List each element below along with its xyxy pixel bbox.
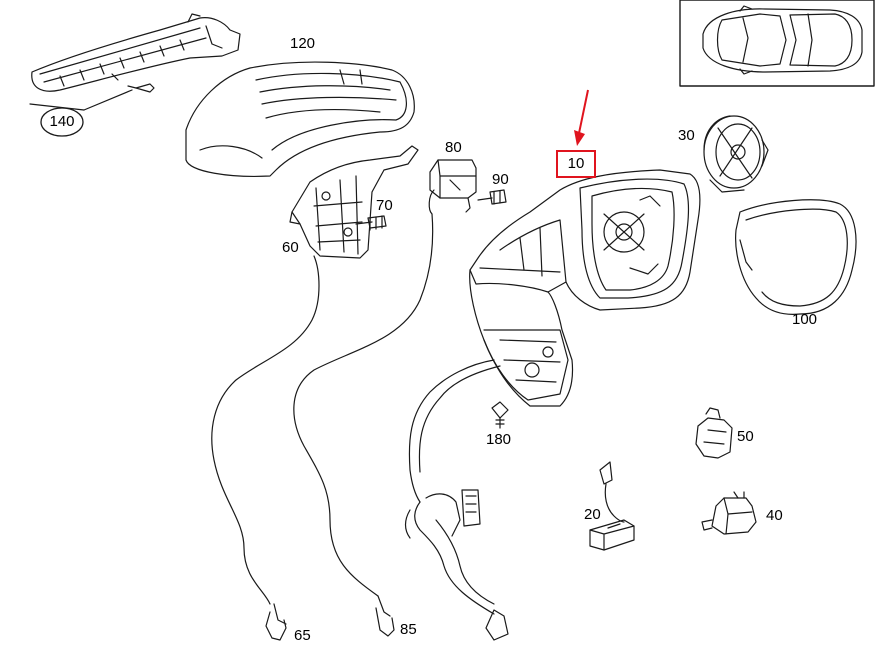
label-part-140: 140 — [49, 113, 75, 130]
part-140-turn-signal-lamp — [31, 13, 241, 93]
part-10-mirror-assembly — [469, 169, 701, 407]
pointer-arrow — [574, 89, 589, 146]
part-120-mirror-housing-cover — [185, 61, 415, 177]
part-80-control-module — [428, 159, 477, 215]
label-part-20: 20 — [584, 506, 601, 523]
part-20-puddle-lamp — [589, 461, 635, 551]
part-90-screw — [477, 189, 507, 205]
label-part-80: 80 — [445, 139, 462, 156]
label-part-60: 60 — [282, 239, 299, 256]
part-180-screw — [491, 401, 509, 429]
part-40-holder — [701, 491, 757, 535]
part-100-mirror-glass — [735, 199, 857, 315]
label-part-65: 65 — [294, 627, 311, 644]
label-part-180: 180 — [486, 431, 512, 448]
label-part-40: 40 — [766, 507, 783, 524]
vehicle-locator-inset — [679, 0, 875, 87]
part-70-screw — [355, 215, 387, 231]
wiring-harness-main — [404, 359, 509, 641]
label-part-85: 85 — [400, 621, 417, 638]
label-part-120: 120 — [290, 35, 316, 52]
part-60-mirror-bracket — [289, 145, 419, 259]
label-part-50: 50 — [737, 428, 754, 445]
wiring-harness-85 — [293, 213, 434, 637]
label-part-70: 70 — [376, 197, 393, 214]
part-30-adjustment-motor — [703, 115, 769, 193]
label-part-90: 90 — [492, 171, 509, 188]
part-140-callout — [29, 89, 133, 137]
wiring-harness-65 — [211, 255, 320, 641]
part-50-connector — [695, 407, 733, 459]
label-part-100: 100 — [792, 311, 818, 328]
label-part-30: 30 — [678, 127, 695, 144]
label-part-10-highlighted: 10 — [556, 150, 596, 178]
